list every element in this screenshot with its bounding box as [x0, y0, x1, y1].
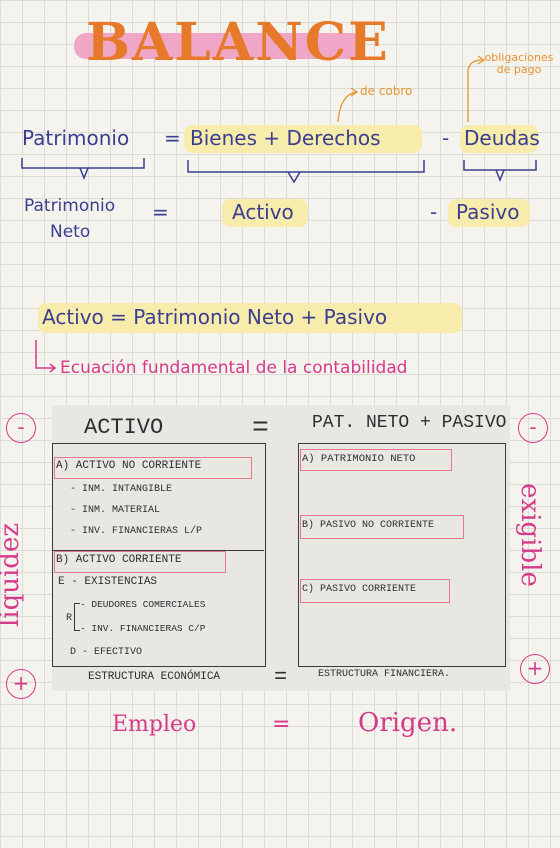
ac-item-1: E - EXISTENCIAS [58, 576, 158, 588]
ac-label: B) ACTIVO CORRIENTE [56, 554, 182, 566]
anc-label: A) ACTIVO NO CORRIENTE [56, 460, 202, 472]
empleo-label: Empleo [112, 712, 197, 737]
eq2-pasivo: Pasivo [456, 200, 520, 224]
liquidez-label: liquidez [0, 522, 26, 628]
ac-item-4: D - EFECTIVO [70, 647, 143, 658]
eq1-bienes-derechos: Bienes + Derechos [190, 126, 381, 150]
eq2-equals: = [152, 200, 169, 224]
eq1-patrimonio: Patrimonio [22, 126, 130, 150]
fundamental-note: Ecuación fundamental de la contabilidad [60, 358, 408, 378]
eq1-deudas: Deudas [464, 126, 540, 150]
eq2-patrimonio: Patrimonio [24, 196, 116, 216]
exigible-label: exigible [514, 483, 545, 587]
r-mark: R [66, 613, 73, 624]
anc-item-3: - INV. FINANCIERAS L/P [70, 526, 203, 537]
anc-box [54, 457, 252, 479]
activo-frame [52, 443, 266, 667]
minus-circle-left: - [6, 413, 36, 443]
bienes-highlight [184, 125, 422, 153]
ac-box [54, 551, 226, 573]
obligaciones-note: obligaciones de pago [484, 51, 554, 76]
anc-item-1: - INM. INTANGIBLE [70, 484, 173, 495]
pn-box [300, 449, 452, 471]
deudas-highlight [460, 125, 538, 153]
page-title: BALANCE [86, 12, 390, 73]
photo-activo: ACTIVO [84, 415, 164, 440]
pasivo-highlight [448, 199, 530, 227]
photo-equals: = [252, 413, 269, 444]
r-bracket [74, 603, 80, 631]
photo-pat-pasivo: PAT. NETO + PASIVO [312, 413, 507, 433]
plus-circle-left: + [6, 669, 36, 699]
pc-label: C) PASIVO CORRIENTE [302, 584, 417, 595]
pasivo-frame [298, 443, 506, 667]
pc-box [300, 579, 450, 603]
anc-item-2: - INM. MATERIAL [70, 505, 161, 516]
photo-equals-2: = [274, 665, 288, 690]
de-cobro-note: de cobro [360, 84, 413, 98]
eq2-minus: - [430, 200, 438, 224]
activo-highlight [222, 199, 308, 227]
eq2-activo: Activo [232, 200, 294, 224]
minus-circle-right: - [518, 413, 548, 443]
bottom-equals: = [272, 712, 291, 737]
pnc-label: B) PASIVO NO CORRIENTE [302, 520, 435, 531]
origen-label: Origen. [358, 708, 458, 738]
balance-photo: ACTIVO = PAT. NETO + PASIVO A) ACTIVO NO… [52, 405, 510, 691]
pnc-box [300, 515, 464, 539]
eq1-equals: = [164, 126, 181, 150]
fundamental-equation: Activo = Patrimonio Neto + Pasivo [42, 305, 388, 329]
eq2-neto: Neto [50, 222, 91, 242]
est-fin-label: ESTRUCTURA FINANCIERA. [318, 669, 451, 680]
equation-highlight [38, 303, 462, 333]
activo-divider [52, 550, 264, 551]
pn-label: A) PATRIMONIO NETO [302, 453, 416, 465]
eq1-minus: - [442, 126, 450, 150]
ac-item-3: - INV. FINANCIERAS C/P [80, 623, 206, 634]
title-highlight [74, 33, 364, 59]
est-eco-label: ESTRUCTURA ECONÓMICA [88, 671, 221, 683]
ac-item-2: - DEUDORES COMERCIALES [80, 599, 206, 610]
plus-circle-right: + [520, 654, 550, 684]
